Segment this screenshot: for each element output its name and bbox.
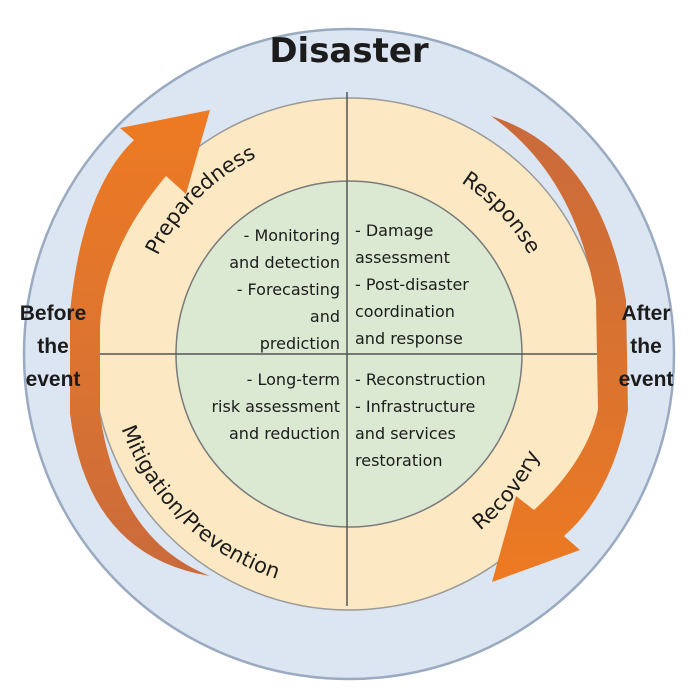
recovery-activity-line: restoration bbox=[355, 451, 443, 470]
diagram-title: Disaster bbox=[269, 31, 429, 71]
mitigation-activity-line: and reduction bbox=[229, 424, 340, 443]
before-label-line3: event bbox=[26, 368, 81, 391]
before-label-line1: Before bbox=[20, 302, 87, 325]
preparedness-activity-line: - Forecasting bbox=[237, 280, 340, 299]
response-activity-line: coordination bbox=[355, 302, 455, 321]
response-activity-line: - Post-disaster bbox=[355, 275, 469, 294]
mitigation-activity-line: - Long-term bbox=[247, 370, 340, 389]
arrow-lower-right bbox=[491, 92, 628, 582]
response-activity-line: and response bbox=[355, 329, 463, 348]
before-label-line2: the bbox=[37, 335, 69, 358]
preparedness-activity-line: and bbox=[310, 307, 340, 326]
recovery-activity-line: - Reconstruction bbox=[355, 370, 486, 389]
arrow-upper-left bbox=[70, 110, 210, 598]
after-label-line1: After bbox=[621, 302, 670, 325]
recovery-activity-line: and services bbox=[355, 424, 456, 443]
response-activity-line: assessment bbox=[355, 248, 450, 267]
recovery-activity-line: - Infrastructure bbox=[355, 397, 475, 416]
preparedness-activity-line: and detection bbox=[229, 253, 340, 272]
preparedness-activity-line: prediction bbox=[260, 334, 340, 353]
mitigation-activity-line: risk assessment bbox=[211, 397, 340, 416]
response-activity-line: - Damage bbox=[355, 221, 433, 240]
after-label-line3: event bbox=[619, 368, 674, 391]
after-label-line2: the bbox=[630, 335, 662, 358]
preparedness-activity-line: - Monitoring bbox=[244, 226, 340, 245]
